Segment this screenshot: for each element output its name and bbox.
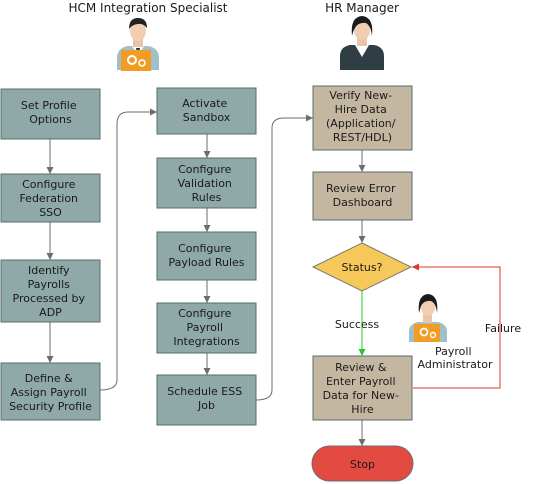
set-profile-options-box: Set Profile Options [0,88,101,140]
payroll-administrator-label: Payroll Administrator [418,345,493,371]
svg-text:Review Error Dashboard: Review Error Dashboard [326,182,399,209]
verify-new-hire-data-box: Verify New- Hire Data (Application/ REST… [312,85,413,151]
svg-text:Review & Enter Payroll: Review & Enter Payroll Data for New- Hir… [323,361,403,416]
success-label: Success [335,318,380,331]
connector-arrow [99,108,157,391]
svg-text:Set Profile Options: Set Profile Options [21,99,80,126]
failure-arrow [412,263,501,389]
integration-specialist-person-icon [117,18,159,71]
svg-text:Identify Payrolls: Identify Payrolls Processed by ADP [13,264,89,319]
connector-arrow [255,114,313,401]
stop-terminator: Stop [311,445,414,482]
lane-title-hcm-integration-specialist: HCM Integration Specialist [68,1,227,15]
review-error-dashboard-box: Review Error Dashboard [312,171,413,221]
svg-text:Configure Payroll: Configure Payroll Integrations [173,307,240,348]
configure-validation-rules-box: Configure Validation Rules [156,157,257,209]
svg-text:Activate Sandbox: Activate Sandbox [182,97,231,124]
payroll-administrator-person-icon [409,294,447,342]
hr-manager-person-icon [340,16,384,70]
activate-sandbox-box: Activate Sandbox [156,87,257,135]
configure-federation-sso-box: Configure Federation SSO [0,173,101,223]
configure-payload-rules-box: Configure Payload Rules [156,231,257,281]
identify-payrolls-box: Identify Payrolls Processed by ADP [0,259,101,323]
svg-text:Configure Payload Rules: Configure Payload Rules [168,242,244,269]
failure-label: Failure [485,322,521,335]
review-enter-payroll-data-box: Review & Enter Payroll Data for New- Hir… [312,355,413,421]
svg-text:Verify New- Hire Data: Verify New- Hire Data (Application/ REST… [326,89,399,144]
svg-text:Schedule ESS Job: Schedule ESS Job [167,385,245,412]
svg-text:Configure Federation: Configure Federation SSO [19,178,81,219]
lane-title-hr-manager: HR Manager [325,1,399,15]
svg-text:Define & Assign Payroll: Define & Assign Payroll Security Profile [9,372,92,413]
svg-text:Status?: Status? [342,261,383,274]
schedule-ess-job-box: Schedule ESS Job [156,374,257,426]
svg-text:Stop: Stop [350,458,375,471]
svg-text:Configure Validation: Configure Validation Rules [178,163,236,204]
configure-payroll-integrations-box: Configure Payroll Integrations [156,302,257,354]
define-payroll-security-profile-box: Define & Assign Payroll Security Profile [0,362,101,421]
status-decision-diamond: Status? [311,242,413,292]
